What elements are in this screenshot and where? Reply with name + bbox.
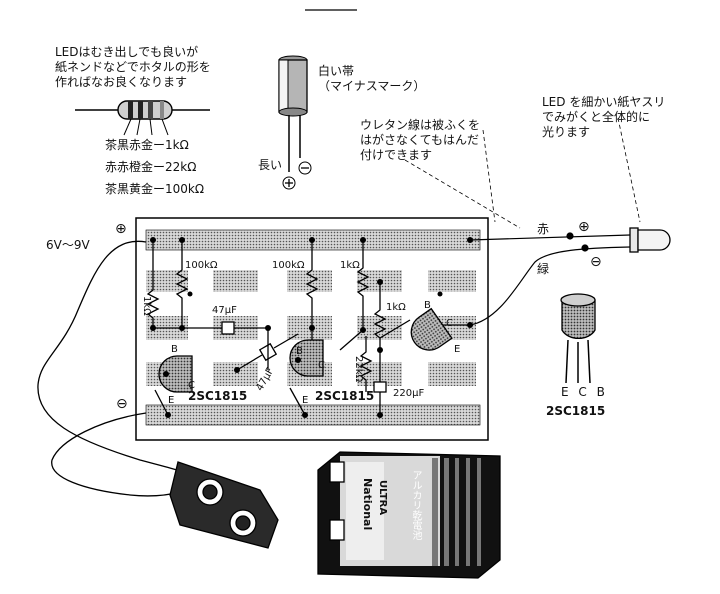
led-green-wire-label: 緑 — [537, 262, 550, 276]
board-components — [146, 240, 470, 416]
board-transistors — [158, 307, 453, 393]
solder-points — [150, 237, 473, 418]
battery-model: ULTRA — [377, 480, 388, 516]
battery-illustration — [317, 451, 501, 579]
battery-brand: National — [361, 478, 374, 531]
led-polish-note: LED を細かい紙ヤスリ でみがくと全体的に 光ります — [542, 95, 666, 139]
tr1-pin-b: B — [171, 344, 178, 355]
tr3-pin-e: E — [454, 344, 461, 355]
supply-minus-symbol: ⊖ — [116, 396, 128, 412]
tr2-pin-e: E — [302, 395, 309, 406]
pinout-labels: E C B — [561, 385, 608, 399]
label-tr1: 2SC1815 — [188, 389, 248, 403]
label-r-1k-b: 1kΩ — [340, 260, 360, 271]
battery-type: アルカリ乾電池 — [410, 470, 421, 540]
supply-plus-symbol: ⊕ — [115, 221, 127, 237]
supply-voltage-label: 6V〜9V — [46, 238, 90, 252]
tr1-pin-e: E — [168, 395, 175, 406]
tr1-pin-c: C — [188, 380, 195, 391]
tr3-pin-c: C — [446, 318, 453, 329]
label-r-100k-b: 100kΩ — [272, 260, 305, 271]
led-illustration — [629, 227, 671, 253]
tr3-pin-b: B — [424, 300, 431, 311]
tr2-pin-c: C — [318, 360, 325, 371]
long-lead-label: 長い — [258, 158, 283, 172]
resistor-code-22k: 赤赤橙金ー22kΩ — [105, 160, 197, 174]
label-r-1k-c: 1kΩ — [386, 302, 406, 313]
urethane-wire-note: ウレタン線は被ふくを はがさなくてもはんだ 付けできます — [360, 118, 481, 162]
label-tr2: 2SC1815 — [315, 389, 375, 403]
tr2-pin-b: B — [296, 346, 303, 357]
label-c-47u-a: 47μF — [212, 305, 237, 316]
led-red-wire-label: 赤 — [537, 222, 550, 236]
led-wires — [469, 232, 631, 326]
resistor-code-100k: 茶黒黄金ー100kΩ — [105, 182, 205, 196]
label-c-220u: 220μF — [393, 388, 425, 399]
resistor-code-1k: 茶黒赤金ー1kΩ — [105, 138, 189, 152]
pinout-part-label: 2SC1815 — [546, 404, 606, 418]
transistor-pinout — [560, 293, 596, 384]
resistor-illustration — [75, 100, 210, 136]
label-r-1k-a: 1kΩ — [141, 296, 152, 316]
power-leads — [37, 240, 189, 497]
led-housing-note: LEDはむき出しでも良いが 紙ネンドなどでホタルの形を 作ればなお良くなります — [55, 45, 211, 89]
capacitor-band-note: 白い帯 （マイナスマーク） — [318, 64, 426, 93]
led-minus-symbol: ⊖ — [590, 254, 602, 270]
battery-snap — [169, 461, 279, 549]
capacitor-illustration — [278, 55, 312, 190]
label-r-100k-a: 100kΩ — [185, 260, 218, 271]
led-plus-symbol: ⊕ — [578, 219, 590, 235]
label-r-22k: 22kΩ — [353, 356, 364, 383]
